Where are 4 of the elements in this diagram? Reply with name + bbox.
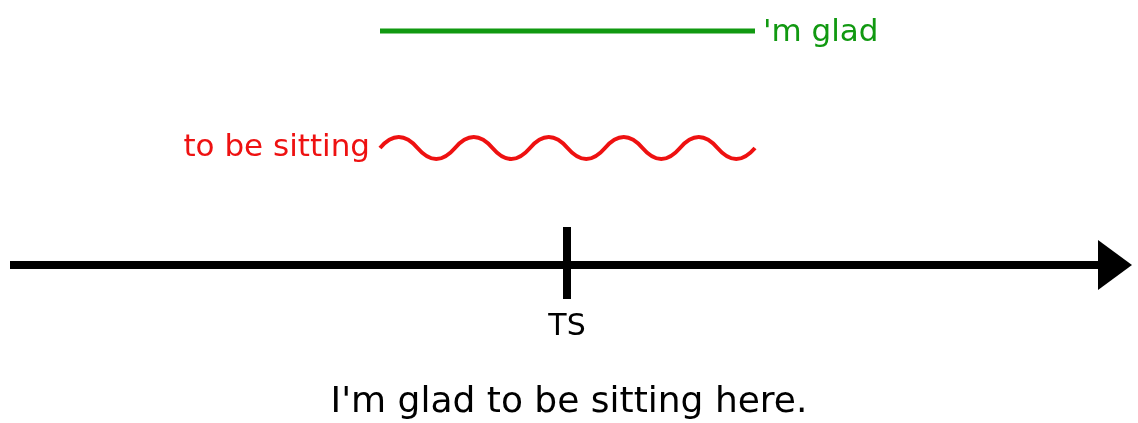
time-label: 'm glad [763,15,879,46]
axis-label: TS [548,310,586,340]
caption: I'm glad to be sitting here. [330,382,808,418]
time-label: to be sitting [183,130,370,161]
